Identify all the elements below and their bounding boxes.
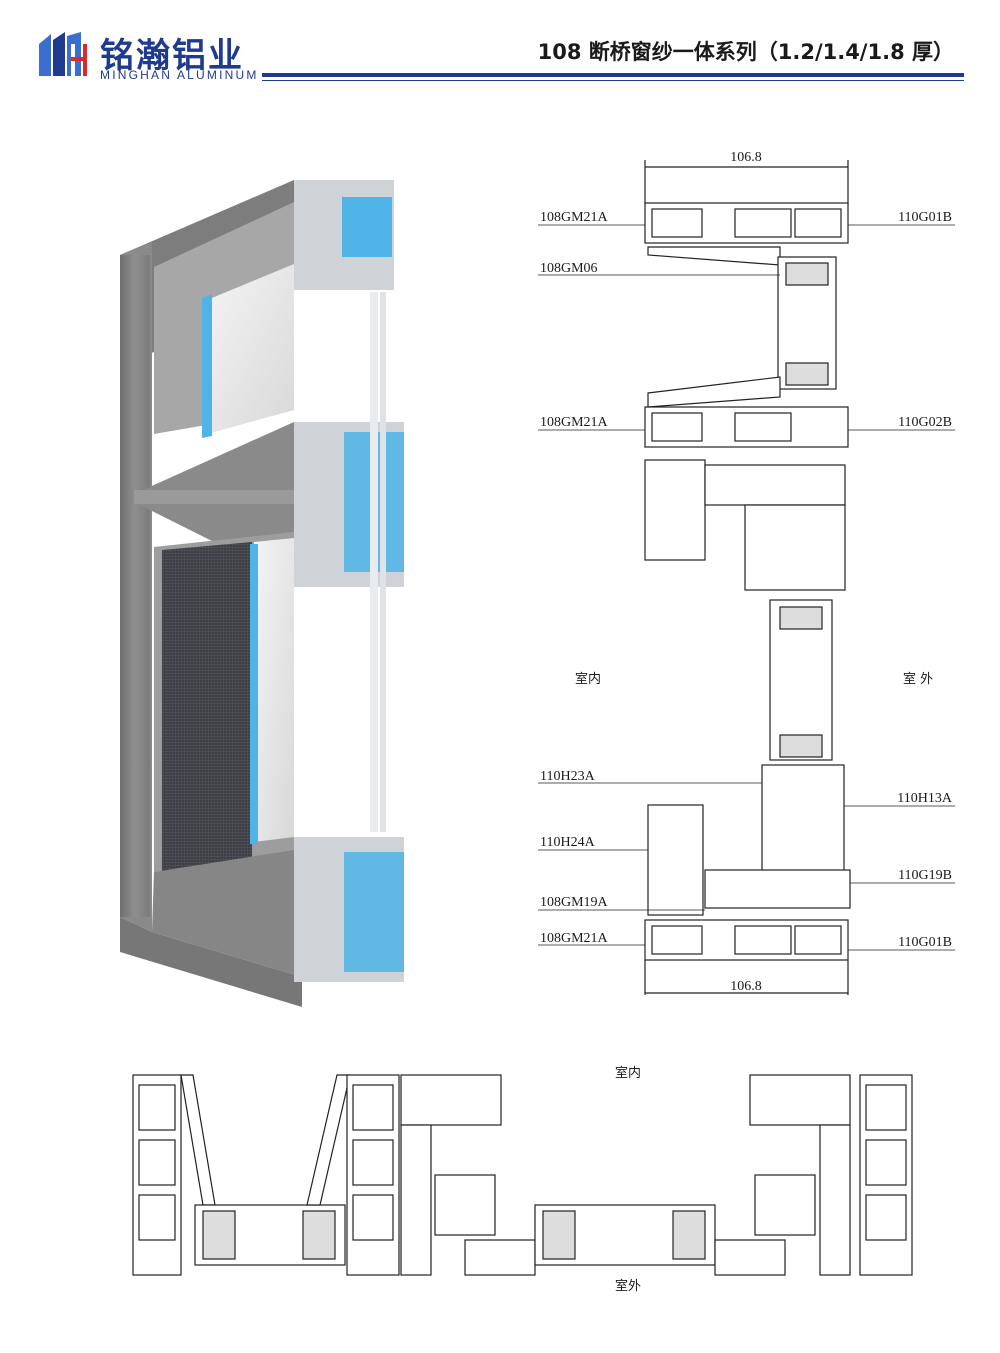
brand-name-cn: 铭瀚铝业 — [100, 36, 244, 76]
header-divider-thin — [262, 80, 964, 81]
label-left-3: 108GM21A — [540, 415, 609, 430]
horizontal-section-drawing: 室内 室外 — [132, 1065, 913, 1294]
label-left-5: 110H24A — [540, 835, 596, 850]
side-inside-label: 室内 — [575, 671, 601, 687]
dimension-bottom: 106.8 — [730, 979, 762, 994]
brand-logo-icon — [39, 32, 87, 76]
label-right-3: 110H13A — [897, 791, 953, 806]
label-right-1: 110G01B — [898, 210, 952, 225]
horizontal-outside-label: 室外 — [615, 1278, 641, 1294]
side-outside-label: 室 外 — [903, 671, 933, 687]
label-right-4: 110G19B — [898, 868, 952, 883]
label-left-6: 108GM19A — [540, 895, 609, 910]
vertical-section-drawing: 106.8 106.8 108GM21A 108GM06 108GM21A 11… — [538, 150, 955, 995]
label-left-7: 108GM21A — [540, 931, 609, 946]
label-right-5: 110G01B — [898, 935, 952, 950]
label-left-1: 108GM21A — [540, 210, 609, 225]
header-divider — [262, 73, 964, 77]
brand-name-en: MINGHAN ALUMINUM — [100, 68, 259, 82]
label-right-2: 110G02B — [898, 415, 952, 430]
horizontal-inside-label: 室内 — [615, 1065, 641, 1081]
label-left-4: 110H23A — [540, 769, 596, 784]
page-title: 108 断桥窗纱一体系列（1.2/1.4/1.8 厚） — [537, 40, 954, 64]
dimension-top: 106.8 — [730, 150, 762, 165]
window-3d-render — [120, 180, 404, 1007]
label-left-2: 108GM06 — [540, 261, 598, 276]
page-header: 铭瀚铝业 MINGHAN ALUMINUM 108 断桥窗纱一体系列（1.2/1… — [0, 0, 1000, 100]
